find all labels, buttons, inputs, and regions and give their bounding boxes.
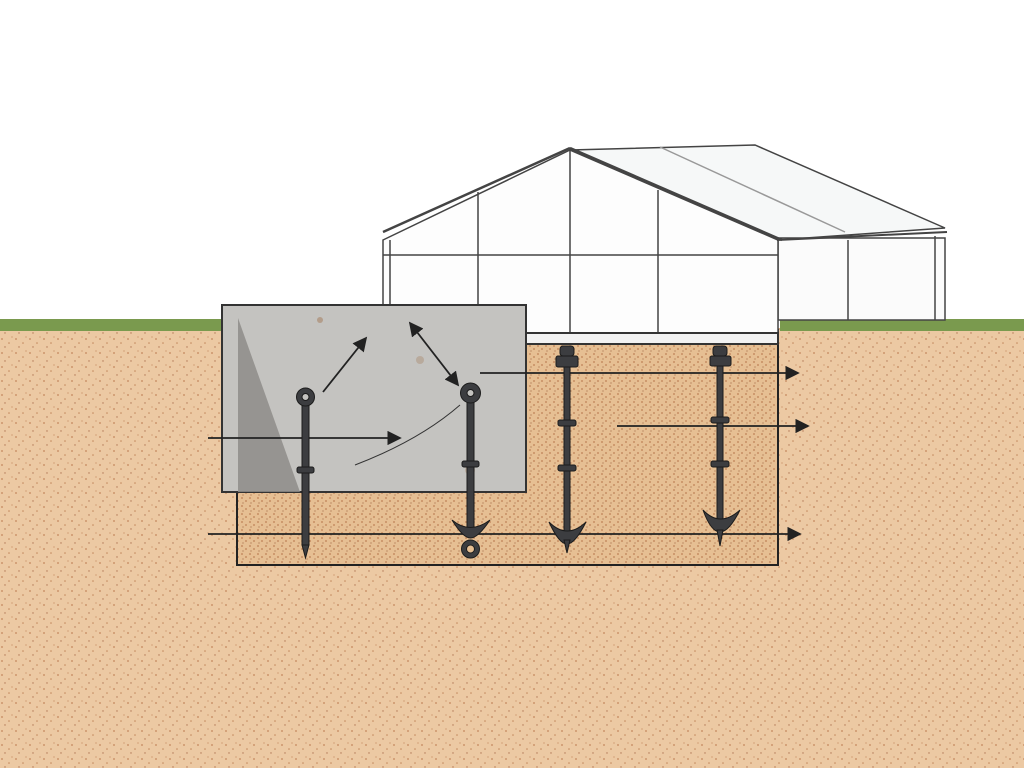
greenhouse-deck [521, 332, 779, 345]
concrete-footing [221, 304, 527, 493]
greenhouse [382, 144, 948, 334]
arrow-diagonal-double [408, 321, 460, 387]
helical-pile-2 [702, 345, 741, 547]
arrow-diagonal-up [322, 336, 368, 393]
anchor-eye-helix-ring [451, 382, 491, 559]
anchor-eye-spike [296, 387, 315, 560]
grass-left [0, 319, 238, 331]
grass-right [780, 319, 1024, 331]
helical-pile-1 [548, 345, 587, 554]
